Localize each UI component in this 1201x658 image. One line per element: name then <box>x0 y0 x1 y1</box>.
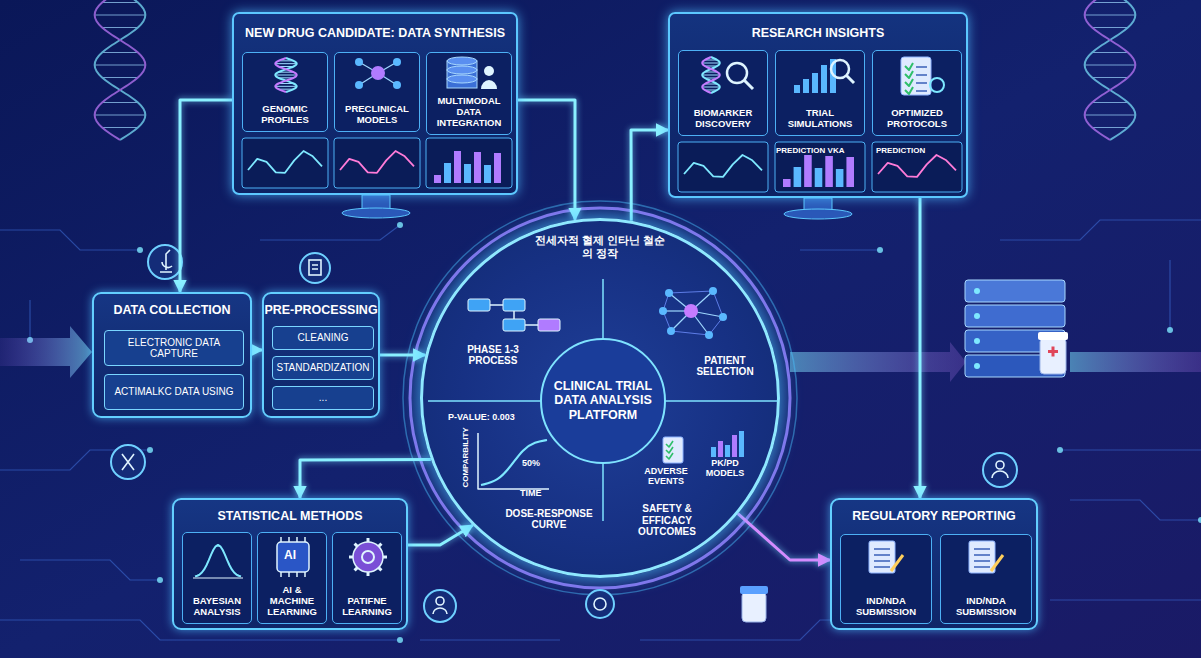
process-box: DATA COLLECTION ELECTRONIC DATA CAPTURE AC… <box>92 292 252 418</box>
method-tile: AI & MACHINE LEARNING <box>257 532 327 624</box>
node-text: PATIFNE LEARNING <box>336 596 398 618</box>
heading-text: PRE-PROCESSING <box>264 303 378 317</box>
node-text: OPTIMIZED PROTOCOLS <box>876 108 958 130</box>
node-text: IND/NDA SUBMISSION <box>844 596 928 618</box>
node-text: BAYESIAN ANALYSIS <box>186 596 248 618</box>
outer-ring <box>410 208 790 588</box>
insight-panel: RESEARCH INSIGHTS BIOMARKER DISCOVERY TRIA… <box>668 12 968 198</box>
heading-text: REGULATORY REPORTING <box>832 509 1036 523</box>
node-text: TRIAL SIMULATIONS <box>779 108 861 130</box>
flow-arrow <box>518 100 575 220</box>
quadrant-label: SAFETY & EFFICACY OUTCOMES <box>621 503 713 538</box>
insight-tile: TRIAL SIMULATIONS <box>775 50 865 136</box>
heading-text: CLINICAL TRIAL DATA ANALYSIS PLATFORM <box>548 379 658 422</box>
heading-text: RESEARCH INSIGHTS <box>670 26 966 40</box>
method-box: STATISTICAL METHODS BAYESIAN ANALYSIS AI &… <box>172 498 408 630</box>
node-text: PRECLINICAL MODELS <box>338 104 416 126</box>
step-item: ELECTRONIC DATA CAPTURE <box>104 330 244 366</box>
process-box: PRE-PROCESSING CLEANING STANDARDIZATION... <box>262 292 380 418</box>
platform-circle: CLINICAL TRIAL DATA ANALYSIS PLATFORM PHA… <box>420 218 780 578</box>
platform-caption: 전세자적 혈제 인타닌 철순의 정작 <box>530 234 670 259</box>
report-box: REGULATORY REPORTING IND/NDA SUBMISSION IN… <box>830 498 1038 630</box>
data-tile: PRECLINICAL MODELS <box>334 52 420 132</box>
quadrant-label: PATIENT SELECTION <box>685 348 765 384</box>
node-text: STANDARDIZATION <box>277 362 370 374</box>
node-text: MULTIMODAL DATA INTEGRATION <box>430 96 508 129</box>
data-tile: GENOMIC PROFILES <box>242 52 328 132</box>
node-text: IND/NDA SUBMISSION <box>944 596 1028 618</box>
heading-text: NEW DRUG CANDIDATE: DATA SYNTHESIS <box>234 26 516 40</box>
method-tile: BAYESIAN ANALYSIS <box>182 532 252 624</box>
chart-value: 50% <box>522 458 546 468</box>
axis-label: TIME <box>520 488 550 498</box>
outer-ring <box>403 201 797 595</box>
chart-caption: PREDICTION <box>876 146 956 155</box>
flow-arrow <box>252 349 262 352</box>
quadrant-label: PHASE 1-3 PROCESS <box>448 338 538 372</box>
chart-caption: PREDICTION VKA <box>776 146 860 155</box>
node-text: GENOMIC PROFILES <box>246 104 324 126</box>
flow-arrow <box>180 100 232 292</box>
insight-tile: BIOMARKER DISCOVERY <box>678 50 768 136</box>
ai-chip-text: AI <box>276 549 304 563</box>
node-text: PHASE 1-3 PROCESS <box>448 344 538 367</box>
step-item: CLEANING <box>272 326 374 350</box>
flow-band <box>790 342 966 382</box>
flow-arrow <box>380 354 425 357</box>
p-value: P-VALUE: 0.003 <box>448 412 528 422</box>
report-tile: IND/NDA SUBMISSION <box>840 534 932 624</box>
node-text: AI & MACHINE LEARNING <box>261 585 323 618</box>
quadrant-label: DOSE-RESPONSE CURVE <box>503 503 595 535</box>
node-text: ACTIMALKC DATA USING <box>114 386 233 398</box>
step-item: STANDARDIZATION <box>272 356 374 380</box>
server-stack <box>965 280 1068 377</box>
node-text: BIOMARKER DISCOVERY <box>682 108 764 130</box>
flow-arrow <box>631 130 668 221</box>
data-tile: MULTIMODAL DATA INTEGRATION <box>426 52 512 135</box>
node-text: SAFETY & EFFICACY OUTCOMES <box>621 503 713 538</box>
node-text: PATIENT SELECTION <box>685 355 765 378</box>
flow-band <box>1070 352 1201 372</box>
flow-arrow <box>408 525 473 545</box>
chart-caption: ADVERSE EVENTS <box>636 466 696 487</box>
method-tile: PATIFNE LEARNING <box>332 532 402 624</box>
flow-arrow <box>738 514 830 560</box>
node-text: CLEANING <box>297 332 348 344</box>
pill-bottle <box>740 586 768 622</box>
flow-band <box>0 326 92 378</box>
insight-tile: OPTIMIZED PROTOCOLS <box>872 50 962 136</box>
data-panel: NEW DRUG CANDIDATE: DATA SYNTHESIS GENOMI… <box>232 12 518 195</box>
chart-caption: PK/PD MODELS <box>700 458 750 479</box>
step-item: ... <box>272 386 374 410</box>
node-text: DOSE-RESPONSE CURVE <box>503 508 595 531</box>
axis-label: COMPARBILITY <box>461 428 470 488</box>
heading-text: STATISTICAL METHODS <box>174 509 406 523</box>
node-text: ELECTRONIC DATA CAPTURE <box>109 337 239 360</box>
heading-text: DATA COLLECTION <box>94 303 250 317</box>
flow-arrow <box>919 198 922 498</box>
report-tile: IND/NDA SUBMISSION <box>940 534 1032 624</box>
step-item: ACTIMALKC DATA USING <box>104 374 244 410</box>
flow-arrow <box>300 460 431 498</box>
node-text: ... <box>319 392 327 404</box>
